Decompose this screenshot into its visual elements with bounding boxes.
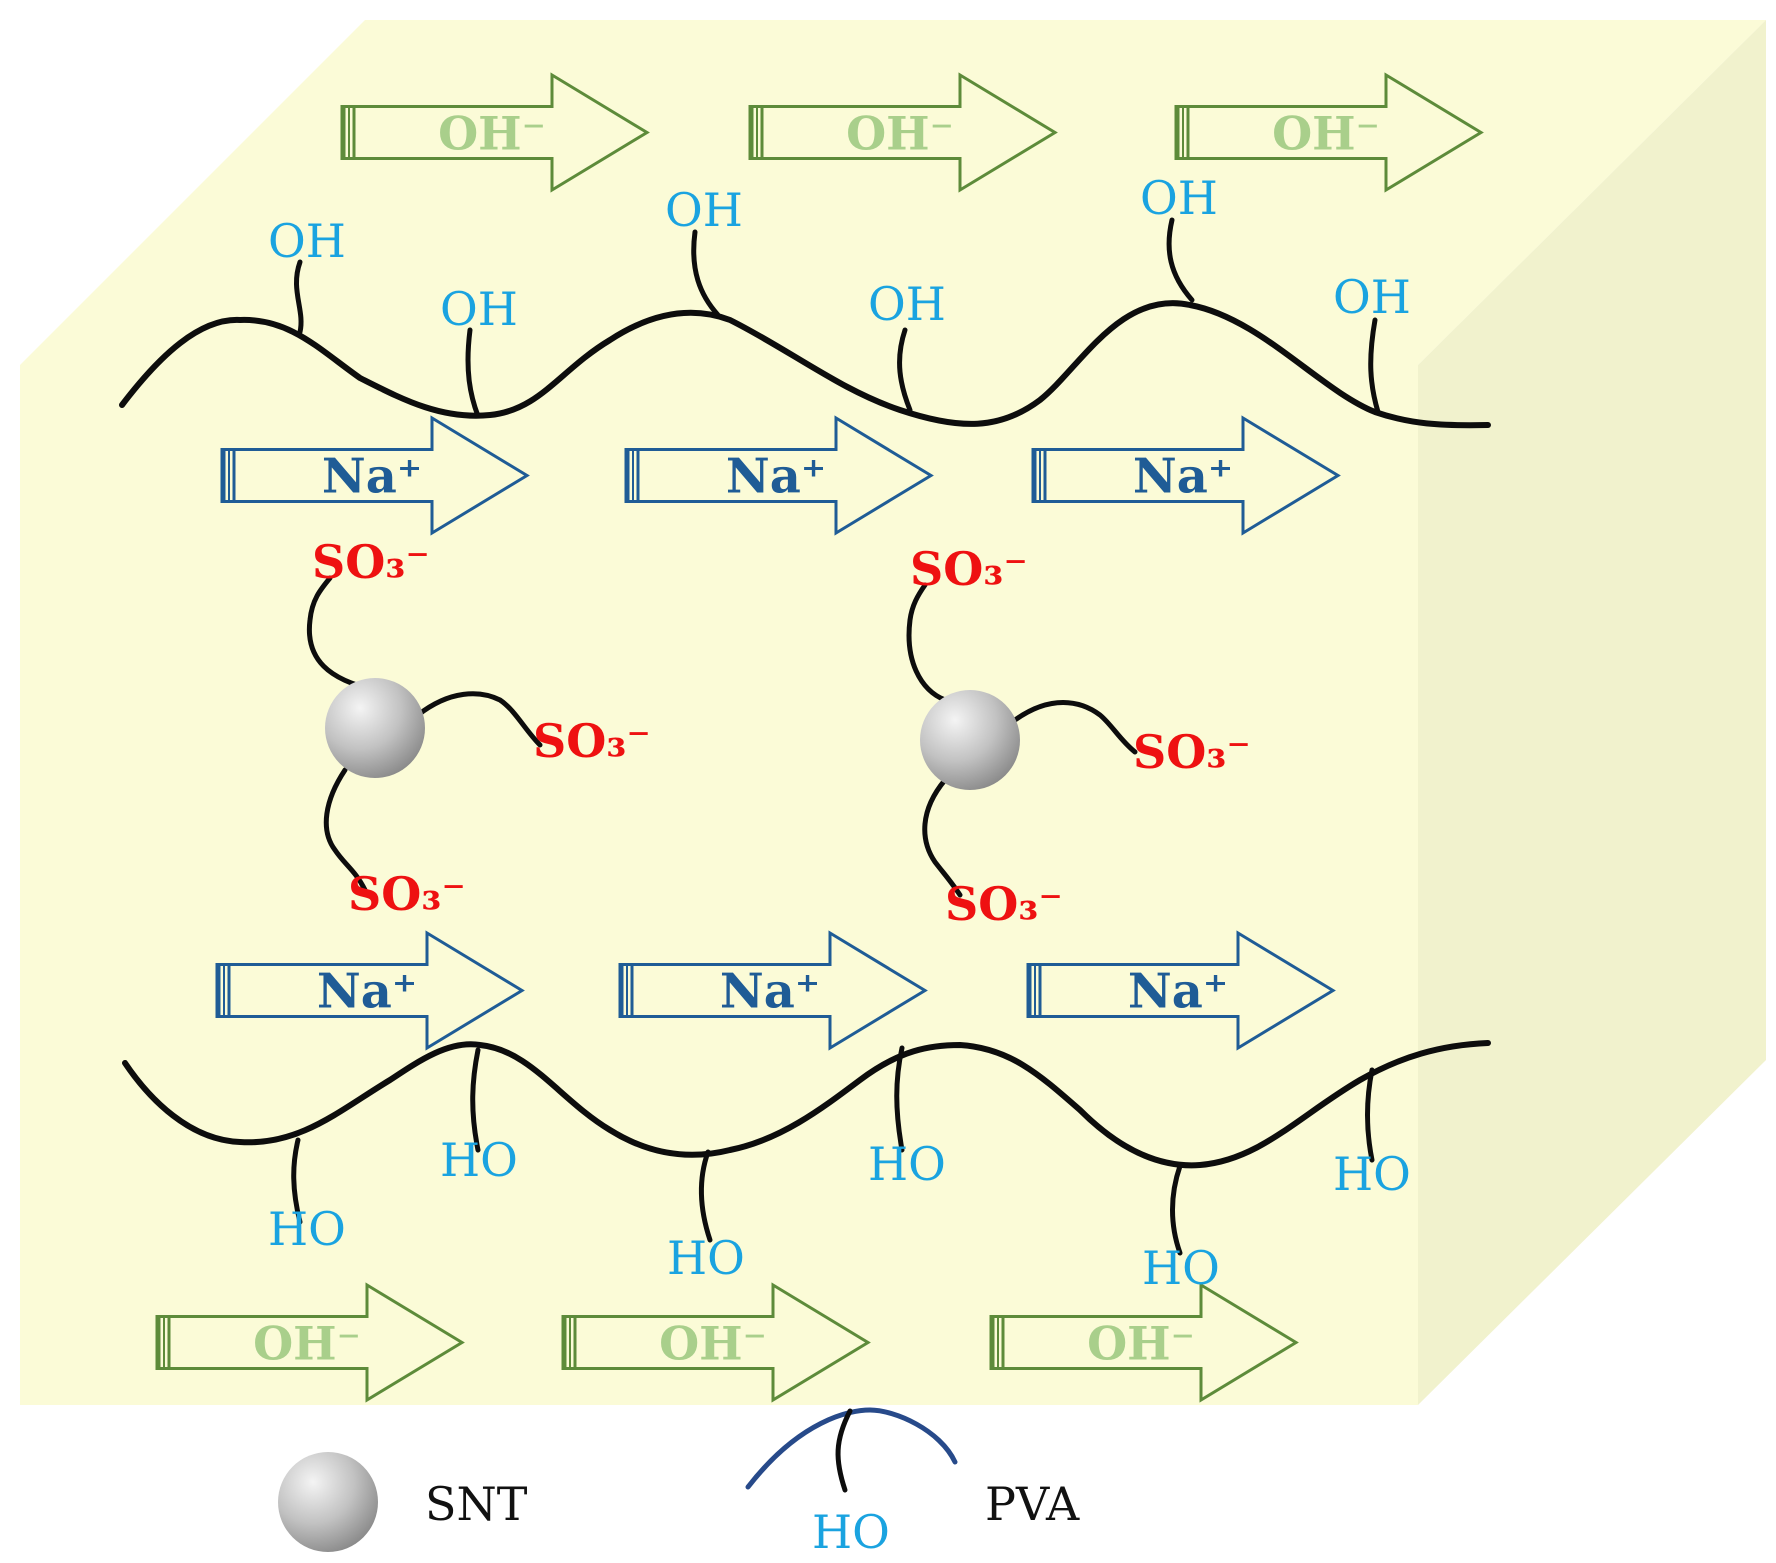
ion-label: Na⁺ xyxy=(322,449,422,505)
pva-hydroxyl-stem xyxy=(470,1047,481,1153)
legend-snt-sphere xyxy=(278,1452,378,1552)
ion-label: Na⁺ xyxy=(726,449,826,505)
sulfonate-arm xyxy=(1012,700,1138,755)
sulfonate-label: SO₃⁻ xyxy=(945,877,1063,931)
hydroxyl-label: HO xyxy=(1142,1241,1220,1295)
pva-chain-lower xyxy=(122,1040,1491,1256)
arrow-outline xyxy=(220,415,530,536)
pva-hydroxyl-stem xyxy=(894,1045,905,1153)
arrow-outline xyxy=(155,1282,465,1403)
pva-hydroxyl-stem xyxy=(1170,1163,1183,1256)
membrane-side-face xyxy=(1418,20,1766,1405)
ion-arrow: OH⁻ xyxy=(155,1282,465,1403)
sulfonate-label: SO₃⁻ xyxy=(533,714,651,768)
hydroxyl-label: OH xyxy=(1140,171,1218,225)
ion-label: Na⁺ xyxy=(1128,964,1228,1020)
hydroxyl-label: HO xyxy=(440,1133,518,1187)
ion-arrow: OH⁻ xyxy=(340,72,650,193)
legend-pva-stem xyxy=(835,1408,853,1493)
snt-sphere xyxy=(920,690,1020,790)
ion-arrow: Na⁺ xyxy=(618,930,928,1051)
hydroxide-arrow-row-bottom: OH⁻ OH⁻ OH⁻ xyxy=(155,1282,1299,1403)
pva-hydroxyl-stem xyxy=(1166,217,1195,303)
ion-label: OH⁻ xyxy=(253,1317,361,1371)
sulfonate-label: SO₃⁻ xyxy=(348,867,466,921)
ion-arrow: Na⁺ xyxy=(624,415,934,536)
pva-hydroxyl-stem xyxy=(691,229,721,318)
hydroxyl-label: OH xyxy=(1333,270,1411,324)
hydroxyl-label: OH xyxy=(868,277,946,331)
pva-hydroxyl-stem xyxy=(465,327,481,419)
hydroxyl-label: OH xyxy=(268,214,346,268)
snt-sphere xyxy=(325,678,425,778)
ion-label: Na⁺ xyxy=(1133,449,1233,505)
legend-snt-label: SNT xyxy=(425,1477,528,1531)
legend-pva-label: PVA xyxy=(985,1477,1080,1531)
hydroxide-arrow-row-top: OH⁻ OH⁻ OH⁻ xyxy=(340,72,1484,193)
ion-arrow: Na⁺ xyxy=(215,930,525,1051)
sulfonate-arm xyxy=(906,582,948,703)
snt-particle-left xyxy=(306,575,543,893)
pva-hydroxyl-stem xyxy=(294,259,304,335)
pva-hydroxyl-stem xyxy=(699,1149,713,1243)
pva-hydroxyl-stem xyxy=(897,327,913,413)
ion-label: OH⁻ xyxy=(1087,1317,1195,1371)
pva-backbone-lower xyxy=(122,1040,1491,1169)
pva-hydroxyl-stem xyxy=(1365,1067,1375,1163)
hydroxyl-label: OH xyxy=(440,282,518,336)
legend: SNT HO PVA xyxy=(278,1407,1080,1559)
sulfonate-arm xyxy=(323,767,368,893)
sulfonate-label: SO₃⁻ xyxy=(312,535,430,589)
arrow-outline xyxy=(1031,415,1341,536)
ion-arrow: OH⁻ xyxy=(748,72,1058,193)
sulfonate-labels: SO₃⁻ SO₃⁻ SO₃⁻ SO₃⁻ SO₃⁻ SO₃⁻ xyxy=(312,535,1251,931)
sulfonate-label: SO₃⁻ xyxy=(1133,725,1251,779)
ion-arrow: OH⁻ xyxy=(989,1282,1299,1403)
arrow-outline xyxy=(624,415,934,536)
legend-pva-group: HO xyxy=(812,1505,890,1559)
hydroxyl-label: HO xyxy=(868,1137,946,1191)
hydroxyl-label: HO xyxy=(667,1231,745,1285)
snt-particle-right xyxy=(906,582,1138,898)
hydroxyl-labels-bottom: HO HO HO HO HO HO xyxy=(268,1133,1411,1295)
ion-arrow: Na⁺ xyxy=(1026,930,1336,1051)
ion-label: OH⁻ xyxy=(438,107,546,161)
pva-chain-upper xyxy=(119,217,1491,429)
pva-backbone-upper xyxy=(119,300,1491,429)
sodium-arrow-row-lower: Na⁺ Na⁺ Na⁺ xyxy=(215,930,1336,1051)
ion-label: OH⁻ xyxy=(1272,107,1380,161)
arrow-outline xyxy=(561,1282,871,1403)
arrow-outline xyxy=(1174,72,1484,193)
arrow-outline xyxy=(1026,930,1336,1051)
ion-label: OH⁻ xyxy=(846,107,954,161)
arrow-outline xyxy=(989,1282,1299,1403)
arrow-outline xyxy=(215,930,525,1051)
hydroxyl-label: HO xyxy=(268,1202,346,1256)
hydroxyl-labels-top: OH OH OH OH OH OH xyxy=(268,171,1411,336)
ion-arrow: OH⁻ xyxy=(1174,72,1484,193)
membrane-front-face xyxy=(20,365,1418,1405)
sodium-arrow-row-upper: Na⁺ Na⁺ Na⁺ xyxy=(220,415,1341,536)
arrow-outline xyxy=(618,930,928,1051)
arrow-outline xyxy=(748,72,1058,193)
sulfonate-label: SO₃⁻ xyxy=(910,542,1028,596)
sulfonate-arm xyxy=(922,777,963,898)
ion-arrow: Na⁺ xyxy=(1031,415,1341,536)
sulfonate-arm xyxy=(415,691,543,748)
ion-arrow: Na⁺ xyxy=(220,415,530,536)
pva-hydroxyl-stem xyxy=(1368,317,1381,415)
ion-label: Na⁺ xyxy=(720,964,820,1020)
pva-hydroxyl-stem xyxy=(291,1137,303,1225)
sulfonate-arm xyxy=(306,575,378,693)
ion-label: Na⁺ xyxy=(317,964,417,1020)
arrow-outline xyxy=(340,72,650,193)
hydroxyl-label: OH xyxy=(665,183,743,237)
ion-arrow: OH⁻ xyxy=(561,1282,871,1403)
hydroxyl-label: HO xyxy=(1333,1147,1411,1201)
legend-pva-curve xyxy=(745,1407,958,1490)
ion-label: OH⁻ xyxy=(659,1317,767,1371)
